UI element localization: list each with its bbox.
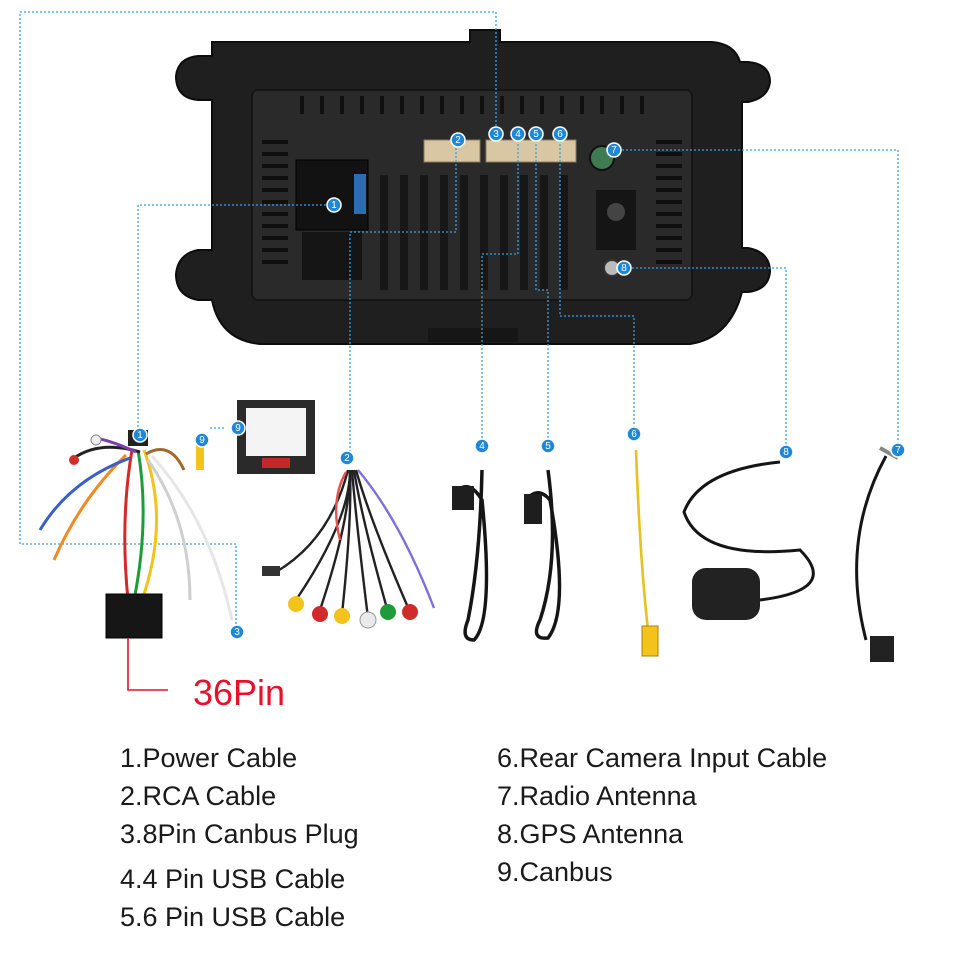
callout-circle-7	[890, 442, 906, 458]
callout-number-1: 1	[331, 200, 337, 211]
rca-cable-icon	[275, 469, 436, 619]
callout-number-7: 7	[611, 145, 617, 156]
callout-circle-6	[626, 426, 642, 442]
car-stereo-back-panel-icon	[174, 29, 772, 345]
legend-item-power-cable: 1.Power Cable	[120, 743, 298, 773]
canbus-box-icon	[237, 400, 315, 474]
pin-marker-line	[127, 638, 168, 691]
pin-count-label: 36Pin	[193, 672, 286, 713]
callout-circle-2	[450, 132, 466, 148]
callout-number-1: 1	[137, 430, 143, 441]
callout-circle-7	[606, 142, 622, 158]
connection-diagram: 1 2 3 4 5 6 7 8 1 9 9 2 3 4 5 6 8 7	[19, 11, 906, 691]
callout-circle-1	[326, 197, 342, 213]
callout-number-4: 4	[479, 441, 485, 452]
callout-circle-8	[616, 260, 632, 276]
callout-number-5: 5	[545, 441, 551, 452]
callout-circle-9	[230, 420, 246, 436]
callout-number-4: 4	[515, 129, 521, 140]
legend-item-gps-antenna: 8.GPS Antenna	[497, 819, 684, 849]
callout-number-9: 9	[235, 423, 241, 434]
callout-number-3: 3	[493, 129, 499, 140]
callout-markers: 1 2 3 4 5 6 7 8 1 9 9 2 3 4 5 6 8 7	[132, 126, 906, 640]
callout-circle-5	[540, 438, 556, 454]
callout-number-8: 8	[783, 447, 789, 458]
callout-number-6: 6	[631, 429, 637, 440]
wire-harness-icon	[38, 430, 234, 639]
usb-6pin-cable-icon	[528, 469, 562, 640]
callout-circle-3	[229, 624, 245, 640]
callout-circle-5	[528, 126, 544, 142]
callout-circle-4	[510, 126, 526, 142]
legend-item-canbus: 9.Canbus	[497, 857, 613, 887]
callout-number-2: 2	[344, 453, 350, 464]
callout-number-2: 2	[455, 135, 461, 146]
callout-circle-1	[132, 427, 148, 443]
callout-number-5: 5	[533, 129, 539, 140]
legend-item-rca-cable: 2.RCA Cable	[120, 781, 277, 811]
callout-number-7: 7	[895, 445, 901, 456]
gps-puck-icon	[682, 460, 815, 620]
radio-antenna-icon	[855, 446, 899, 662]
callout-number-3: 3	[234, 627, 240, 638]
callout-circle-8	[778, 444, 794, 460]
legend-item-6pin-usb: 5.6 Pin USB Cable	[120, 902, 346, 932]
legend-item-canbus-plug: 3.8Pin Canbus Plug	[120, 819, 359, 849]
callout-circle-3	[488, 126, 504, 142]
legend-item-radio-antenna: 7.Radio Antenna	[497, 781, 697, 811]
usb-4pin-cable-icon	[456, 469, 489, 642]
callout-number-8: 8	[621, 263, 627, 274]
callout-circle-9	[194, 432, 210, 448]
rear-camera-cable-icon	[634, 449, 659, 657]
callout-number-9: 9	[199, 435, 205, 446]
leader-lines	[19, 11, 899, 632]
callout-number-6: 6	[557, 129, 563, 140]
legend-item-rear-camera: 6.Rear Camera Input Cable	[497, 743, 828, 773]
legend-item-4pin-usb: 4.4 Pin USB Cable	[120, 864, 346, 894]
callout-circle-2	[339, 450, 355, 466]
callout-circle-4	[474, 438, 490, 454]
callout-circle-6	[552, 126, 568, 142]
